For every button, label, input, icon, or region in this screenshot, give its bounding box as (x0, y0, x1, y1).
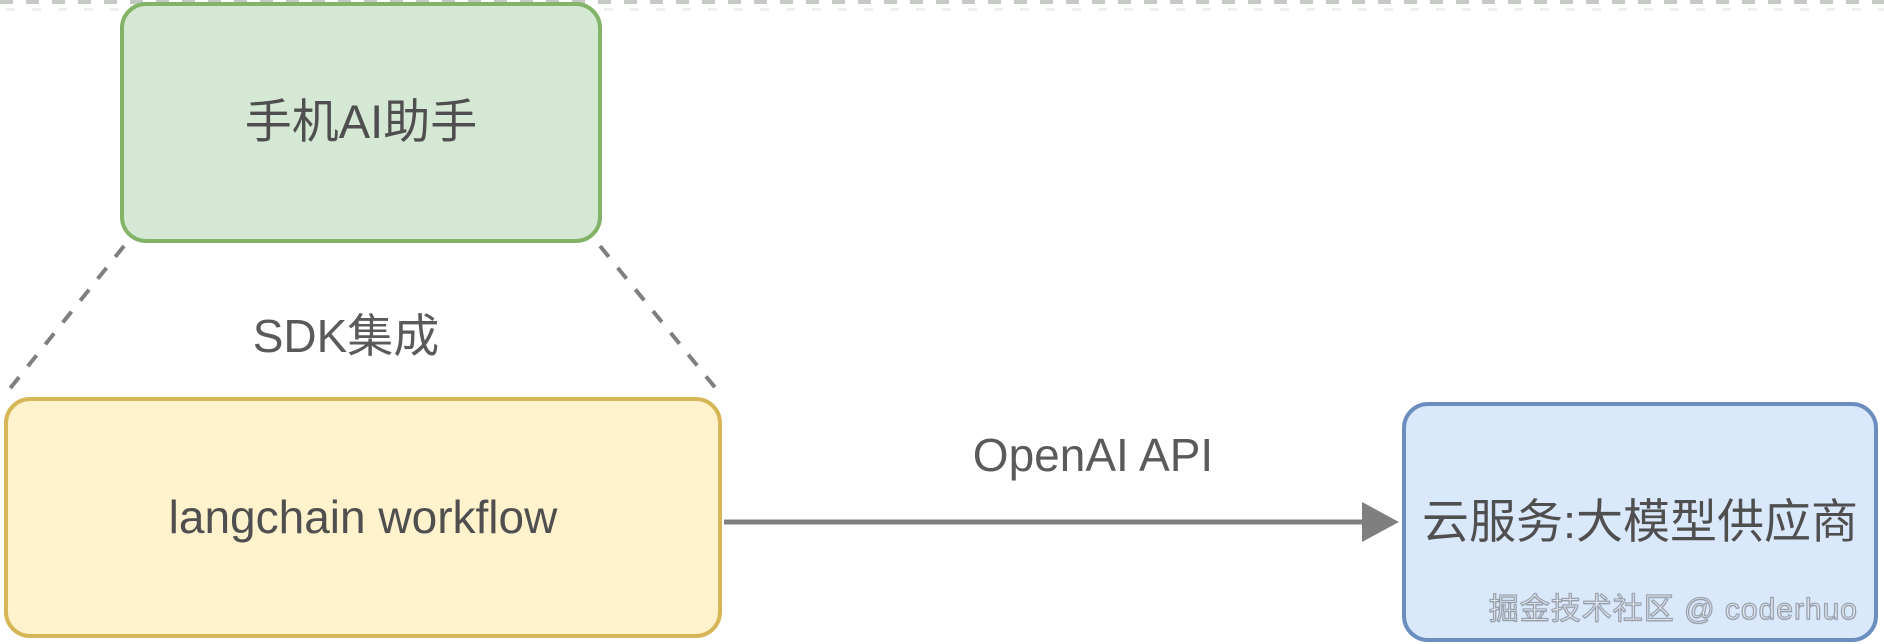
node-mobile-ai-assistant: 手机AI助手 (120, 2, 602, 243)
sdk-dashed-line-left (2, 244, 126, 398)
sdk-dashed-line-right (598, 244, 724, 398)
node-langchain-workflow: langchain workflow (4, 397, 722, 638)
node-mobile-ai-assistant-label: 手机AI助手 (244, 95, 478, 149)
openai-api-arrowhead (1362, 502, 1399, 542)
node-langchain-workflow-label: langchain workflow (168, 491, 558, 544)
edge-label-openai-api: OpenAI API (972, 429, 1214, 481)
watermark-text: 掘金技术社区 @ coderhuo (1488, 592, 1858, 626)
edge-label-sdk-integration: SDK集成 (252, 310, 440, 362)
node-cloud-llm-provider: 云服务:大模型供应商 掘金技术社区 @ coderhuo (1402, 402, 1878, 642)
node-cloud-llm-provider-label: 云服务:大模型供应商 (1421, 494, 1859, 548)
top-edge-dashed-artifact (0, 0, 1884, 4)
top-edge-dashed-artifact-row2 (6, 8, 1884, 11)
